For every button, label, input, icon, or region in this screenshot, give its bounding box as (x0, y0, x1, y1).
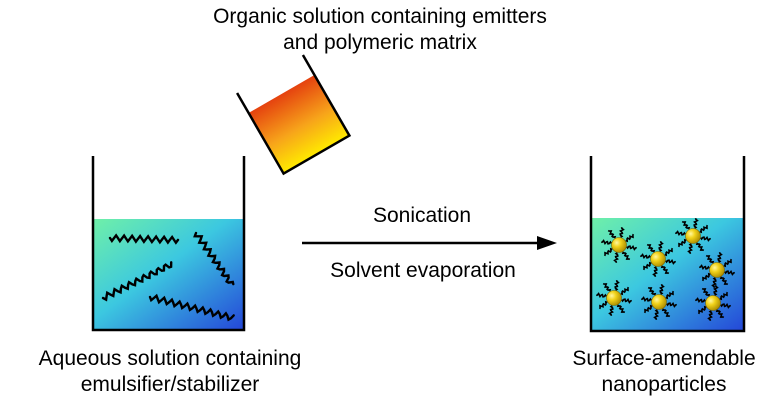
right-beaker-outline (589, 156, 746, 333)
surface-ligand (707, 310, 713, 321)
surface-ligand (646, 243, 656, 253)
surface-ligand (659, 284, 665, 295)
surface-ligand (621, 251, 631, 261)
surface-ligand (614, 280, 620, 291)
nanoparticle (640, 241, 676, 277)
surface-ligand (719, 291, 729, 301)
surface-ligand (700, 236, 711, 242)
surface-ligand (601, 239, 612, 245)
nanoparticle-core (709, 262, 725, 278)
nanoparticles (596, 218, 735, 321)
surface-ligand (675, 230, 686, 236)
nanoparticle (641, 284, 677, 320)
surface-ligand (715, 309, 725, 319)
nanoparticle-core (705, 295, 721, 311)
nanoparticle-core (651, 294, 667, 310)
surface-ligand (665, 259, 676, 265)
left-beaker (91, 156, 246, 332)
process-arrow (302, 236, 557, 250)
nanoparticle (675, 218, 711, 254)
surface-ligand (661, 308, 671, 318)
organic-solution (248, 74, 350, 174)
surface-ligand (687, 243, 693, 254)
evaporation-label: Solvent evaporation (330, 259, 516, 282)
surface-ligand (665, 290, 675, 300)
organic-beaker-outline (236, 54, 352, 176)
surface-ligand (596, 292, 607, 298)
surface-ligand (677, 238, 687, 248)
surface-ligand (621, 298, 632, 304)
organic-label-line2: and polymeric matrix (283, 31, 477, 54)
nanoparticle-core (606, 290, 622, 306)
surface-ligand (643, 304, 653, 314)
surface-ligand (717, 252, 723, 263)
right-beaker (589, 156, 746, 333)
surface-ligand (613, 252, 619, 263)
surface-ligand (693, 218, 699, 229)
surface-ligand (616, 304, 626, 314)
surface-ligand (619, 227, 625, 238)
surface-ligand (653, 309, 659, 320)
surface-ligand (608, 305, 614, 316)
product-label-line2: nanoparticles (601, 373, 727, 396)
emulsifier-chain (148, 293, 235, 322)
surface-ligand (625, 233, 635, 243)
surface-ligand (642, 261, 652, 271)
nanoparticle (695, 285, 731, 321)
surface-ligand (652, 266, 658, 277)
organic-beaker (236, 54, 352, 176)
surface-ligand (647, 286, 657, 296)
surface-ligand (711, 277, 717, 288)
surface-ligand (641, 296, 652, 302)
nanoparticle-core (685, 228, 701, 244)
surface-ligand (666, 302, 677, 308)
sonication-label: Sonication (372, 204, 472, 227)
surface-ligand (603, 247, 613, 257)
nanoparticle-core (650, 251, 666, 267)
surface-ligand (607, 229, 617, 239)
surface-ligand (664, 247, 674, 257)
nanoparticle (596, 280, 632, 316)
surface-ligand (660, 265, 670, 275)
surface-ligand (640, 253, 651, 259)
surface-ligand (626, 245, 637, 251)
organic-label-line1: Organic solution containing emitters (213, 5, 547, 28)
left-beaker-outline (91, 156, 246, 332)
surface-ligand (720, 303, 731, 309)
surface-ligand (705, 254, 715, 264)
aqueous-label: Aqueous solution containing emulsifier/s… (0, 346, 340, 398)
surface-ligand (713, 285, 719, 296)
emulsifier-chain (108, 233, 180, 245)
surface-ligand (701, 272, 711, 282)
surface-ligand (697, 305, 707, 315)
surface-ligand (658, 241, 664, 252)
surface-ligand (695, 242, 705, 252)
surface-ligand (699, 264, 710, 270)
nanoparticle-core (611, 237, 627, 253)
emulsifier-chain (101, 261, 173, 302)
product-label-line1: Surface-amendable (572, 347, 756, 370)
surface-ligand (602, 282, 612, 292)
surface-ligand (681, 220, 691, 230)
emulsifier-chains (101, 231, 235, 322)
surface-ligand (701, 287, 711, 297)
aqueous-label-line2: emulsifier/stabilizer (80, 373, 260, 396)
nanoparticle (601, 227, 637, 263)
surface-ligand (719, 276, 729, 286)
emulsifier-chain (193, 231, 235, 286)
nanoparticle (699, 252, 735, 288)
surface-ligand (620, 286, 630, 296)
organic-label: Organic solution containing emitters and… (140, 4, 620, 56)
surface-ligand (699, 224, 709, 234)
surface-ligand (723, 258, 733, 268)
surface-ligand (598, 300, 608, 310)
surface-ligand (724, 270, 735, 276)
aqueous-label-line1: Aqueous solution containing (38, 347, 302, 370)
product-label: Surface-amendable nanoparticles (548, 346, 780, 398)
surface-ligand (695, 297, 706, 303)
